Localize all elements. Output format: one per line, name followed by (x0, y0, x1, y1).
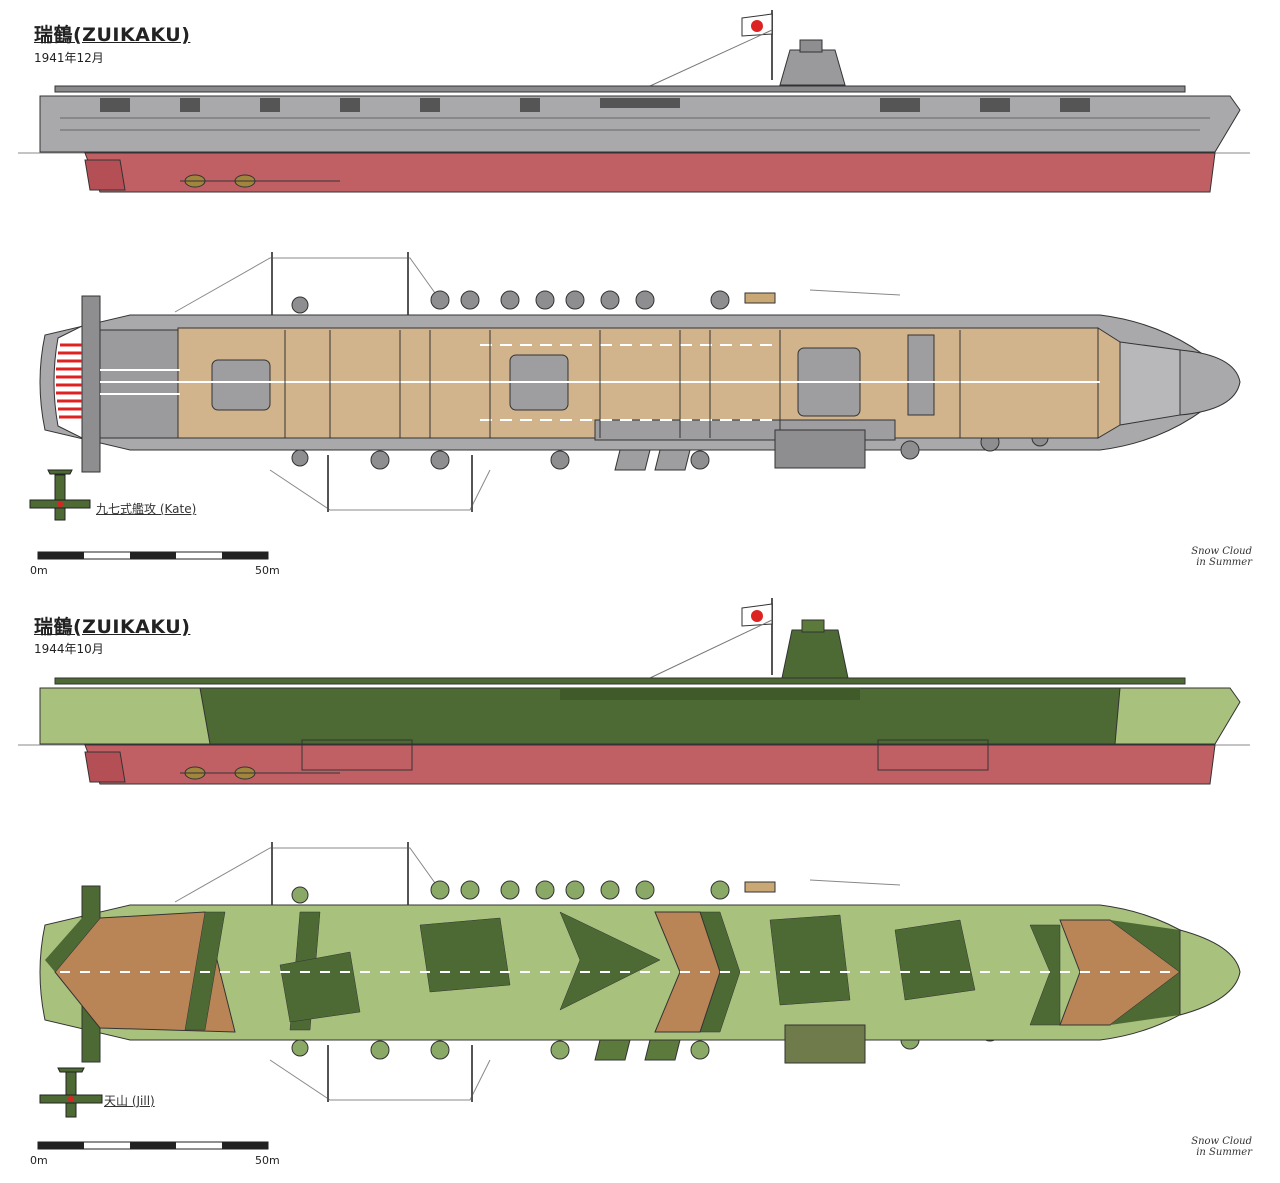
title-1941: 瑞鶴(ZUIKAKU) (34, 24, 191, 46)
credit-line1: Snow Cloud (1191, 1136, 1252, 1147)
credit-1941: Snow Cloud in Summer (1180, 546, 1252, 568)
top-view-1941 (39, 252, 1241, 512)
date-1941: 1941年12月 (34, 51, 104, 65)
scale-end-1941: 50m (255, 564, 280, 577)
top-view-1944 (39, 842, 1241, 1102)
scale-end-1944: 50m (255, 1154, 280, 1167)
scale-start-1941: 0m (30, 564, 48, 577)
title-1944: 瑞鶴(ZUIKAKU) (34, 616, 191, 638)
credit-1944: Snow Cloud in Summer (1180, 1136, 1252, 1158)
plane-label-kate: 九七式艦攻 (Kate) (96, 502, 197, 516)
scale-start-1944: 0m (30, 1154, 48, 1167)
date-1944: 1944年10月 (34, 642, 104, 656)
scale-bar-1941 (37, 551, 269, 560)
side-profile-1941 (18, 10, 1250, 193)
side-profile-1944 (18, 598, 1250, 785)
plane-label-jill: 天山 (Jill) (104, 1094, 155, 1108)
credit-line2: in Summer (1196, 1147, 1252, 1158)
credit-line2: in Summer (1196, 557, 1252, 568)
plane-icon-kate (29, 469, 91, 521)
plane-icon-jill (39, 1067, 103, 1118)
credit-line1: Snow Cloud (1191, 546, 1252, 557)
